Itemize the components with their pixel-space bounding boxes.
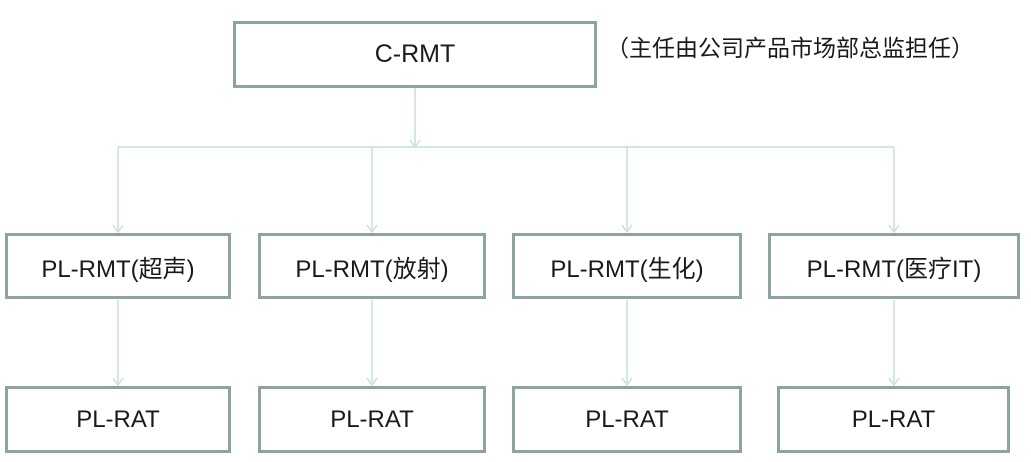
node-pl-rmt-ultrasound-label: PL-RMT(超声)	[41, 255, 195, 283]
node-c-rmt: C-RMT	[233, 21, 597, 88]
node-pl-rmt-biochem: PL-RMT(生化)	[512, 233, 742, 299]
node-pl-rmt-medical-it-label: PL-RMT(医疗IT)	[806, 255, 982, 283]
arrowhead-mid-bottom-2	[366, 377, 378, 387]
arrowhead-drop-3	[621, 224, 633, 234]
node-pl-rmt-radiology: PL-RMT(放射)	[258, 233, 486, 299]
node-pl-rat-4: PL-RAT	[777, 386, 1010, 453]
node-pl-rmt-biochem-label: PL-RMT(生化)	[550, 255, 704, 283]
arrowhead-mid-bottom-4	[888, 377, 900, 387]
arrowhead-drop-1	[112, 224, 124, 234]
node-pl-rat-4-label: PL-RAT	[851, 405, 936, 433]
node-pl-rat-1: PL-RAT	[5, 386, 231, 453]
node-pl-rat-2-label: PL-RAT	[330, 405, 414, 433]
node-pl-rat-3-label: PL-RAT	[585, 405, 669, 433]
node-pl-rat-3: PL-RAT	[512, 386, 742, 453]
node-pl-rmt-medical-it: PL-RMT(医疗IT)	[768, 233, 1020, 299]
director-note: （主任由公司产品市场部总监担任）	[606, 36, 974, 61]
arrowhead-mid-bottom-1	[112, 377, 124, 387]
arrowhead-drop-4	[888, 224, 900, 234]
node-pl-rmt-radiology-label: PL-RMT(放射)	[295, 255, 449, 283]
arrowhead-drop-2	[366, 224, 378, 234]
node-pl-rat-1-label: PL-RAT	[76, 405, 160, 433]
node-pl-rmt-ultrasound: PL-RMT(超声)	[5, 233, 231, 299]
arrowhead-mid-bottom-3	[621, 377, 633, 387]
node-c-rmt-label: C-RMT	[374, 40, 456, 68]
node-pl-rat-2: PL-RAT	[258, 386, 486, 453]
